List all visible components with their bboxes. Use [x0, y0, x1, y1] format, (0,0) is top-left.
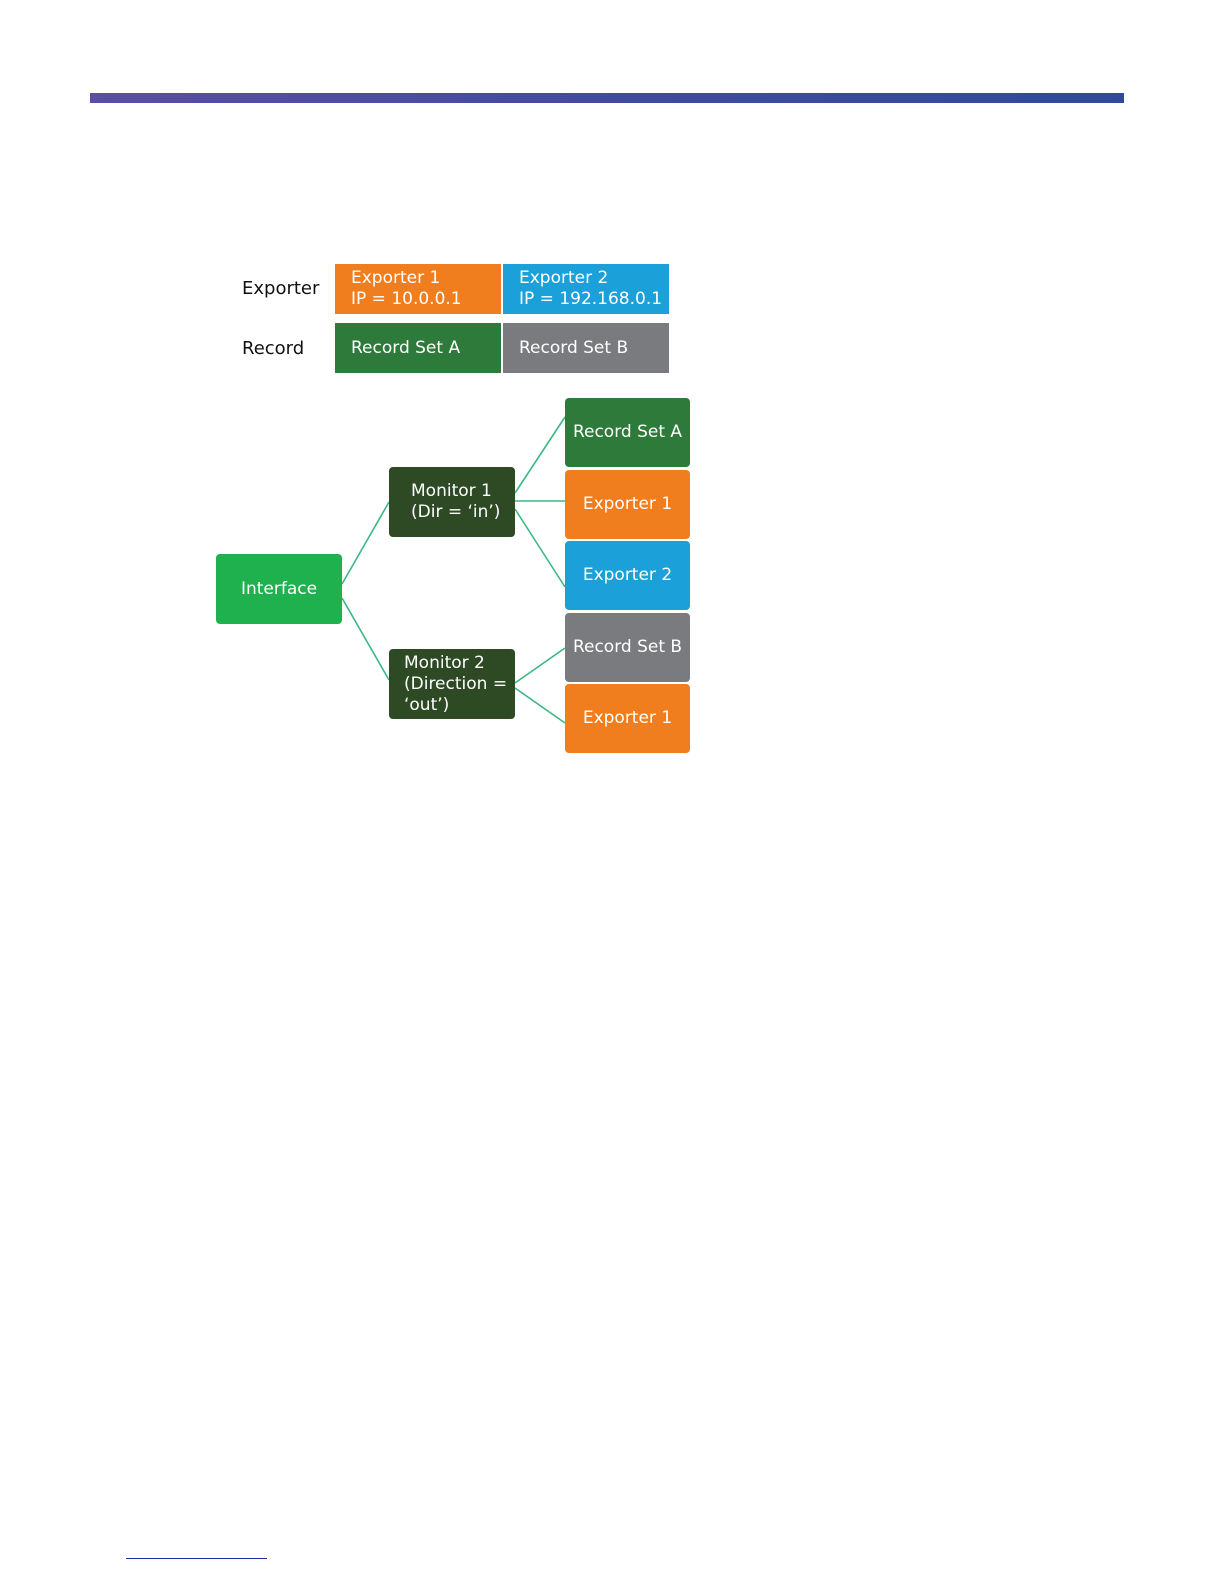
connector-monitor2-record-set-b — [515, 648, 565, 683]
connector-interface-monitor2 — [342, 598, 389, 680]
monitor-1-node: Monitor 1 (Dir = ‘in’) — [389, 467, 515, 537]
monitor-1-exporter-2-node: Exporter 2 — [565, 541, 690, 610]
monitor-1-exporter-1-label: Exporter 1 — [583, 494, 672, 515]
monitor-1-exporter-1-node: Exporter 1 — [565, 470, 690, 539]
monitor-2-direction-value: ‘out’) — [404, 695, 449, 716]
monitor-1-direction: (Dir = ‘in’) — [411, 502, 500, 523]
connector-monitor1-record-set-a — [515, 417, 565, 493]
monitor-2-record-set-b-node: Record Set B — [565, 613, 690, 682]
monitor-2-direction: (Direction = — [404, 674, 507, 695]
monitor-1-record-set-a-label: Record Set A — [573, 422, 682, 443]
monitor-2-title: Monitor 2 — [404, 653, 485, 674]
monitor-1-exporter-2-label: Exporter 2 — [583, 565, 672, 586]
monitor-2-exporter-1-label: Exporter 1 — [583, 708, 672, 729]
monitor-1-title: Monitor 1 — [411, 481, 492, 502]
connector-monitor1-exporter-2 — [515, 509, 565, 587]
monitor-2-exporter-1-node: Exporter 1 — [565, 684, 690, 753]
monitor-2-node: Monitor 2 (Direction = ‘out’) — [389, 649, 515, 719]
interface-node-label: Interface — [241, 579, 317, 600]
connector-interface-monitor1 — [342, 502, 389, 584]
footnote-rule — [126, 1558, 267, 1559]
monitor-1-record-set-a-node: Record Set A — [565, 398, 690, 467]
monitor-2-record-set-b-label: Record Set B — [573, 637, 682, 658]
connector-monitor2-exporter-1 — [515, 688, 565, 723]
interface-node: Interface — [216, 554, 342, 624]
